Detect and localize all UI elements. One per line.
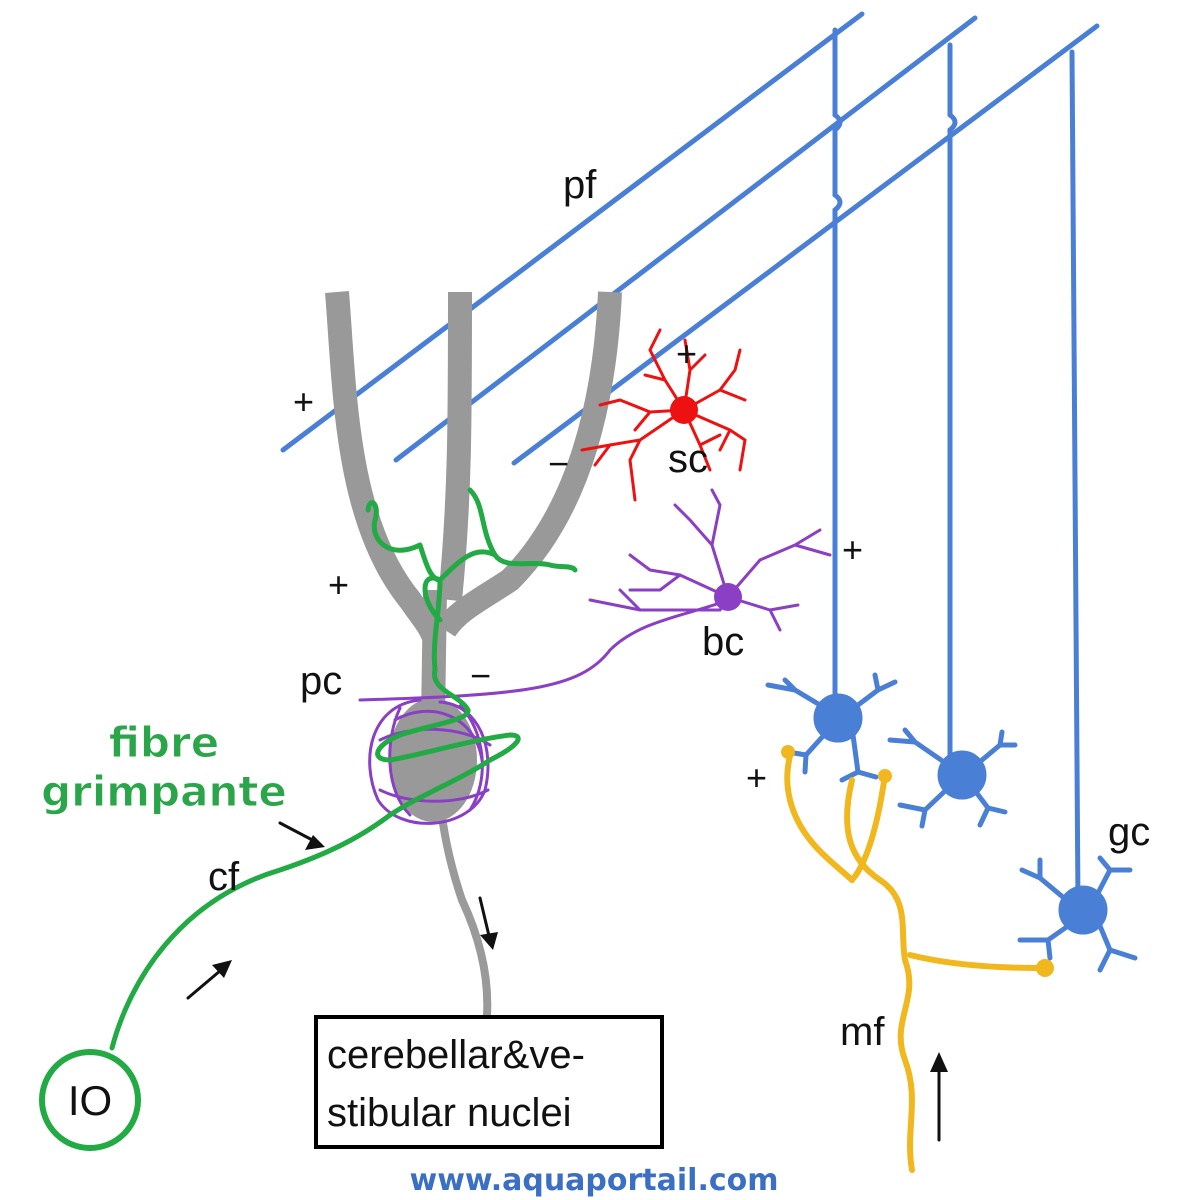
plus-sign-cf: + — [328, 564, 349, 605]
fibre-label-line1: fibre — [109, 718, 219, 767]
arrows — [186, 821, 948, 1142]
mossy-fiber — [781, 745, 1054, 1173]
granule-cell-axons — [832, 27, 1081, 908]
mf-label: mf — [840, 1010, 885, 1054]
basket-cell-dendrites — [588, 488, 832, 632]
climbing-fiber-axon — [109, 812, 393, 1051]
stellate-cell-dendrites — [580, 328, 747, 502]
mossy-terminal-2 — [878, 769, 892, 783]
gc-label: gc — [1108, 810, 1150, 854]
io-label: IO — [68, 1077, 112, 1124]
granule-cells — [765, 672, 1138, 973]
basket-cell-axon — [358, 598, 730, 702]
granule-axon-2 — [947, 42, 958, 773]
nuclei-box: cerebellar&ve- stibular nuclei — [314, 1015, 664, 1149]
pc-output-arrow — [478, 896, 498, 950]
mossy-terminal-1 — [781, 745, 795, 759]
stellate-cell-soma — [670, 396, 698, 424]
basket-cell-soma — [714, 583, 742, 611]
parallel-fibers — [280, 11, 1100, 466]
plus-sign-bc: + — [842, 529, 863, 570]
watermark: www.aquaportail.com — [409, 1163, 778, 1198]
parallel-fiber-1 — [280, 11, 865, 453]
granule-axon-1 — [832, 27, 843, 713]
minus-sign-bc: − — [470, 655, 491, 696]
climbing-fiber-wrap — [365, 487, 578, 818]
granule-cell-2 — [887, 727, 1018, 829]
pc-label: pc — [300, 659, 342, 703]
fibre-pointer-arrow — [278, 821, 325, 850]
nuclei-label-line2: stibular nuclei — [327, 1091, 572, 1135]
synapse-signs: + + − + − + + — [293, 333, 863, 798]
minus-sign-sc: − — [548, 443, 569, 484]
inferior-olive: IO — [39, 1049, 141, 1151]
pf-label: pf — [563, 163, 597, 207]
plus-sign-sc: + — [676, 333, 697, 374]
plus-sign-mf: + — [746, 757, 767, 798]
cf-label: cf — [208, 855, 240, 899]
purkinje-dendrite-middle — [438, 291, 472, 602]
granule-cell-1 — [765, 672, 898, 783]
sc-label: sc — [668, 437, 708, 481]
purkinje-axon — [436, 796, 492, 1019]
bc-label: bc — [702, 620, 744, 664]
fibre-label-line2: grimpante — [41, 767, 287, 816]
purkinje-soma — [389, 698, 477, 822]
nuclei-label-line1: cerebellar&ve- — [327, 1033, 585, 1077]
mossy-fiber-axon — [844, 777, 915, 1173]
granule-cell-3 — [1017, 855, 1138, 973]
stellate-cell — [580, 328, 747, 502]
mossy-terminal-3 — [1036, 959, 1054, 977]
granule-axon-3 — [1069, 49, 1081, 908]
plus-sign-pf-purkinje: + — [293, 381, 314, 422]
purkinje-dendrite-right — [434, 291, 622, 638]
mf-direction-arrow — [930, 1052, 948, 1142]
cf-direction-arrow — [186, 960, 232, 1000]
parallel-fiber-2 — [393, 15, 978, 463]
climbing-fiber — [109, 487, 578, 1051]
